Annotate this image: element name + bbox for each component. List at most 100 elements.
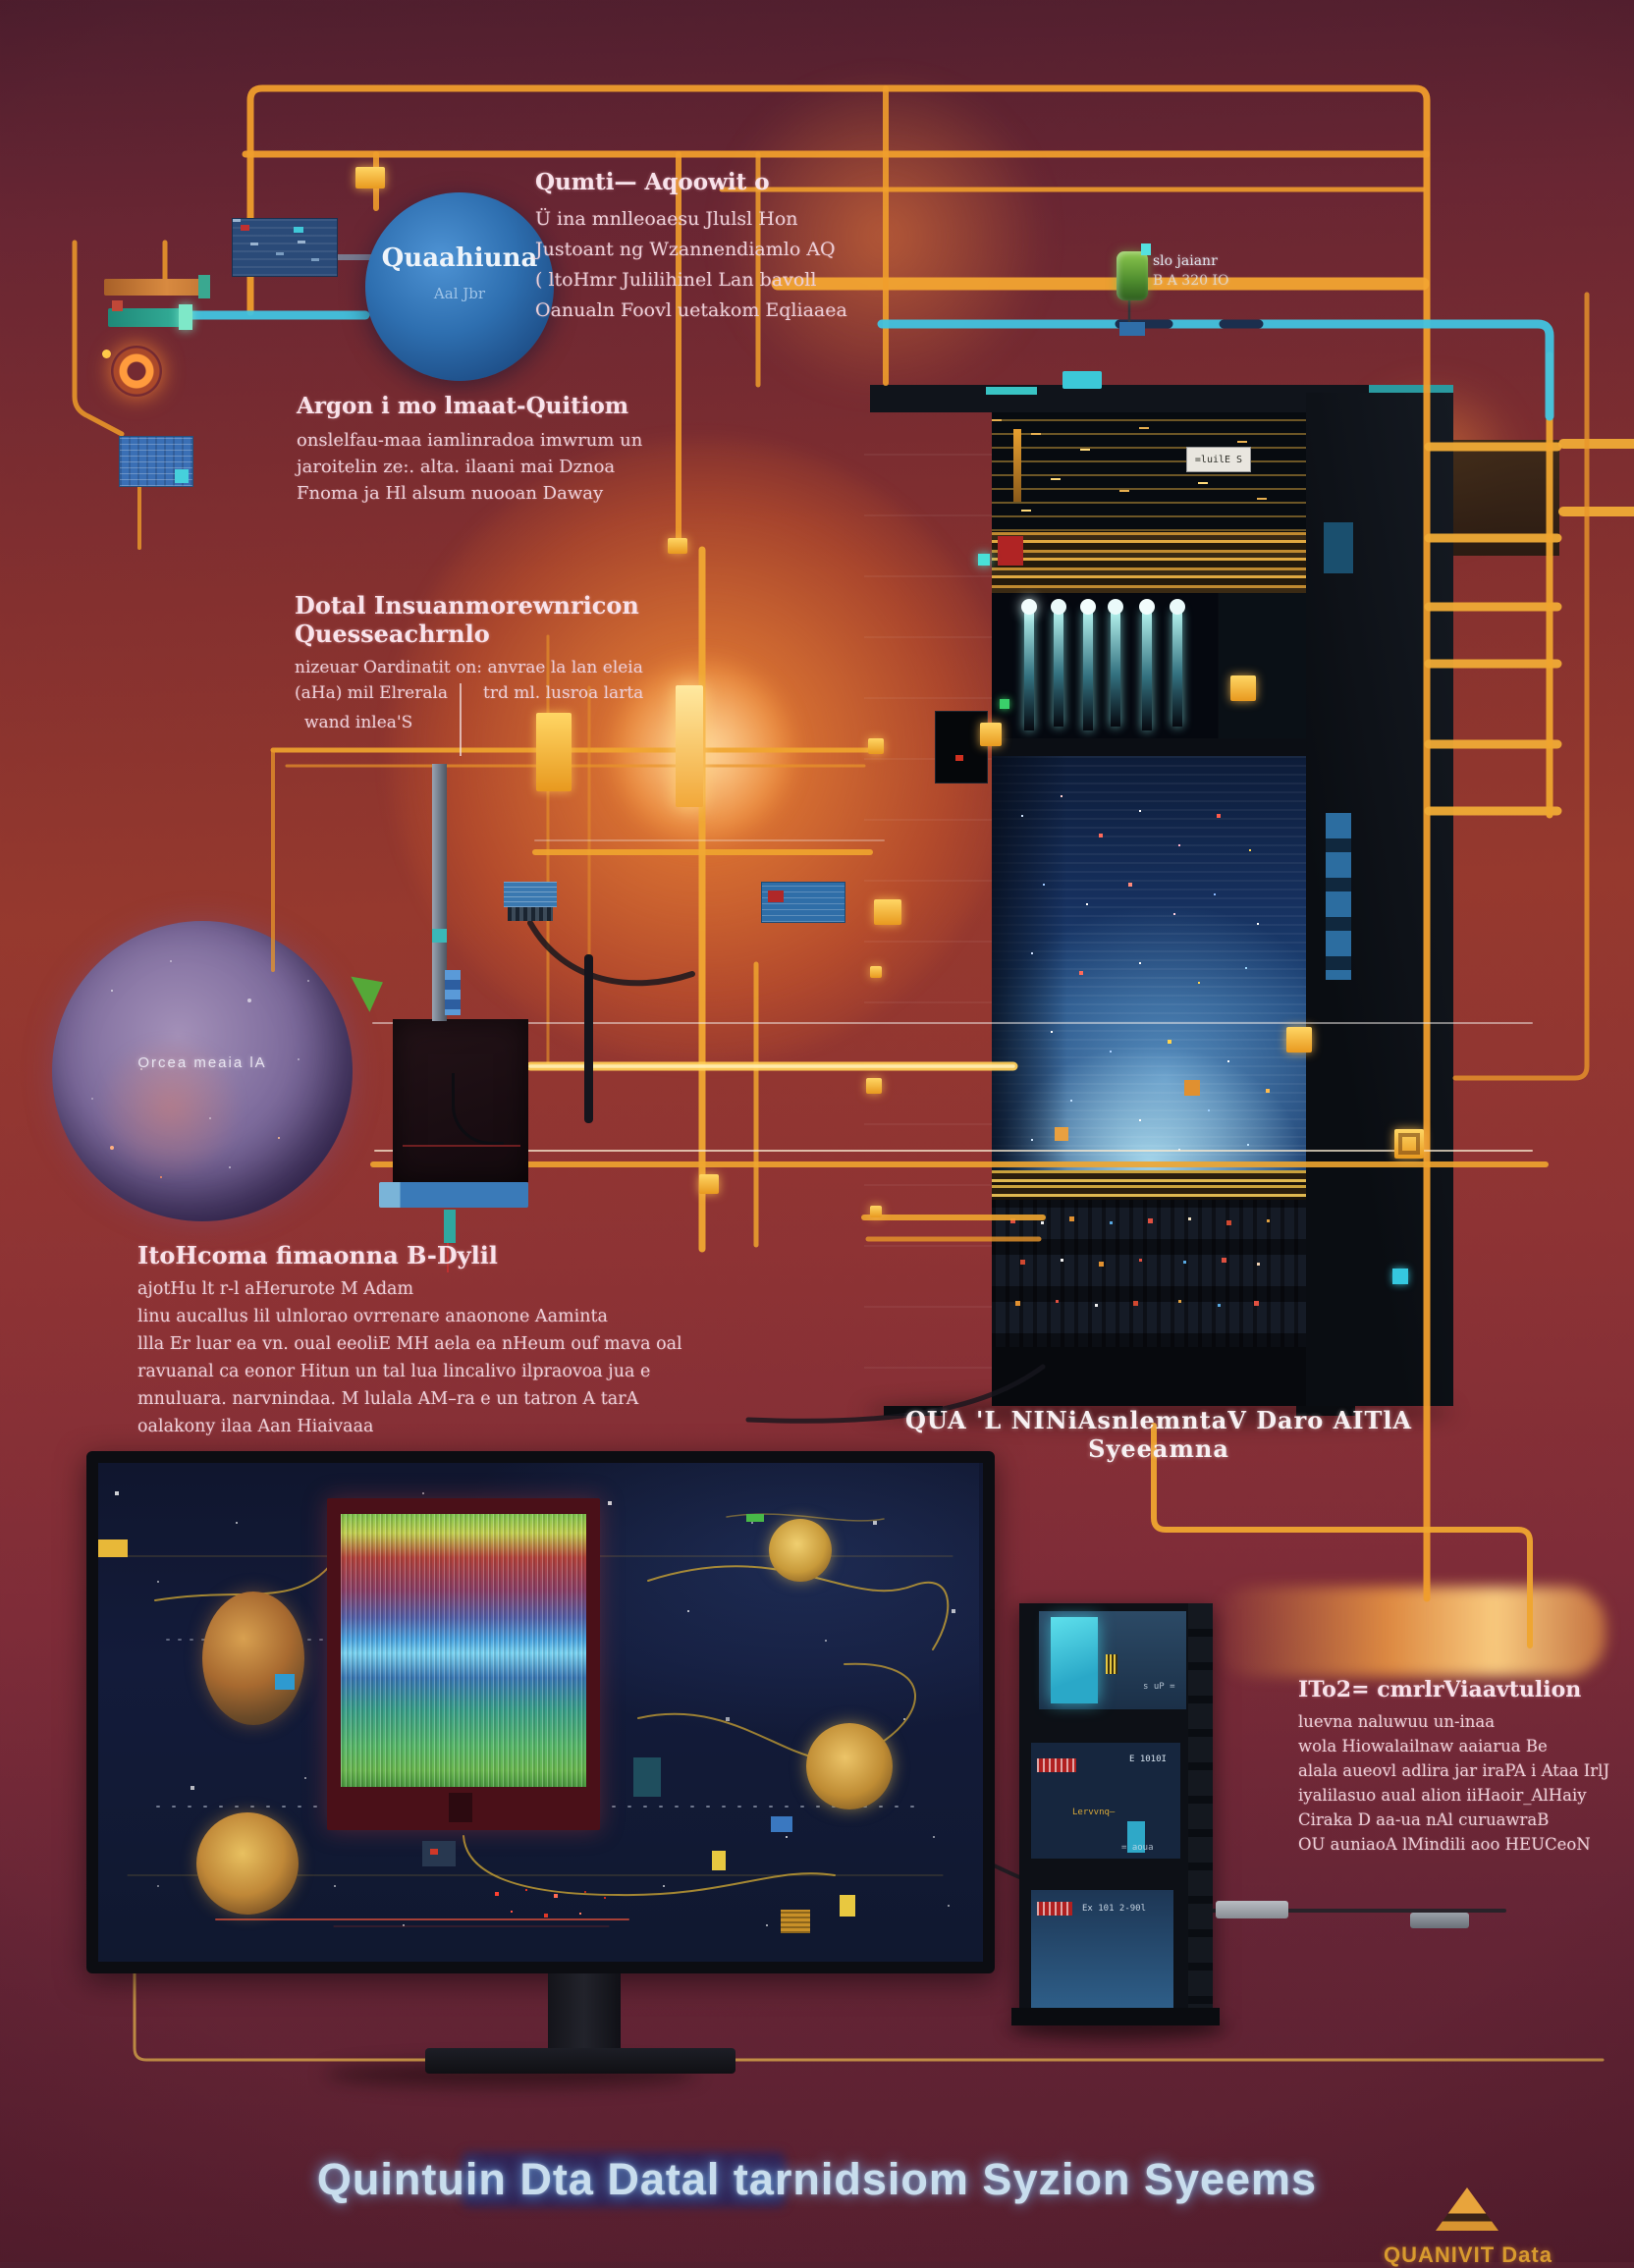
block-line: Justoant ng Wzannendiamlo AQ	[535, 239, 836, 260]
tower-bay2-gold-label: Lervvnq—	[1072, 1808, 1116, 1817]
tower-base	[1011, 2008, 1220, 2025]
green-capsule-module	[1117, 251, 1148, 300]
bubble-subtitle: Aal Jbr	[433, 285, 486, 302]
text-block-right: ITo2= cmrlrViaavtulion luevna naluwuu un…	[1298, 1677, 1612, 1857]
rack-right-slot-a	[1324, 522, 1353, 573]
chipboard-red-led	[241, 225, 249, 231]
bubble-title: Quaahiuna	[381, 243, 538, 273]
text-block-data: Dotal Insuanmorewnricon Quesseachrnlo ni…	[295, 591, 717, 756]
screen-chip-yellow-b	[840, 1895, 855, 1917]
chip-small-right	[761, 882, 845, 923]
screen-chip-center	[422, 1841, 456, 1866]
datafield-orange-chip-a	[1184, 1080, 1200, 1096]
block-line: onslelfau-maa iamlinradoa imwrum un	[297, 430, 643, 451]
block-heading: ItoHcoma fimaonna B-Dylil	[137, 1241, 498, 1269]
node-rack-left-c	[866, 1078, 882, 1094]
qubit-pillar	[1111, 611, 1120, 727]
node-rack-right-a	[1286, 1027, 1312, 1053]
chip-pins	[508, 907, 553, 921]
node-bottom-mid	[699, 1174, 719, 1194]
block-col-right: trd ml. lusroa larta	[483, 683, 644, 703]
planet-left	[202, 1592, 304, 1725]
tower-bay1-screen	[1051, 1617, 1098, 1703]
screen-chip-green	[746, 1514, 764, 1522]
chipboard-top-left	[232, 218, 338, 277]
block-line: Fnoma ja Hl alsum nuooan Daway	[297, 483, 604, 504]
planet-lower-left	[196, 1812, 299, 1915]
planet-right-small	[769, 1519, 832, 1582]
server-tower: s uP = E 1010I Lervvnq— = aoua Ex 101 2-…	[1011, 1595, 1223, 2027]
tower-bay3-code: Ex 101 2-90l	[1082, 1904, 1147, 1914]
rack-red-block	[998, 536, 1023, 566]
block-line: wola Hiowalailnaw aaiarua Be	[1298, 1737, 1548, 1755]
poster-title: Quintuin Dta Datal tarnidsiom Syzion Sye…	[316, 2154, 1318, 2204]
monitor	[86, 1451, 1000, 2074]
block-line: luevna naluwuu un-inaa	[1298, 1712, 1496, 1731]
module-dots	[992, 1200, 995, 1203]
red-tab	[112, 300, 123, 311]
qubit-green-led	[1000, 699, 1009, 709]
block-line: wand inlea'S	[304, 713, 413, 732]
text-block-argon: Argon i mo lmaat-Quitiom onslelfau-maa i…	[297, 393, 689, 507]
rack-zone-goldband2	[992, 1170, 1306, 1200]
panel-cable	[452, 1073, 504, 1145]
text-block-quantum-top: Qumti— Aqoowit o Ü ina mnlleoaesu Jlulsl…	[535, 169, 938, 326]
rack-zone-base	[992, 1347, 1306, 1406]
qubit-pillar	[1083, 611, 1093, 730]
block-line: Oanualn Foovl uetakom Eqliaaea	[535, 299, 847, 321]
quantum-bubble: Quaahiuna Aal Jbr	[365, 192, 554, 381]
rack-right-slots-lit	[1326, 813, 1351, 980]
block-line: jaroitelin ze:. alta. ilaani mai Dznoa	[297, 457, 616, 477]
tower-beam-glow	[1213, 1587, 1606, 1677]
green-module-cyan-cap	[1141, 243, 1151, 255]
node-v3-end	[668, 538, 687, 554]
green-module-label-line2: B A 320 IO	[1153, 273, 1229, 289]
rack-panel-label: =luilE S	[1194, 454, 1243, 465]
qubit-pillar	[1172, 611, 1182, 727]
rack-interior: =luilE S	[992, 412, 1306, 1406]
gray-pole-teal-band	[432, 929, 447, 943]
t-connector-knob	[355, 167, 385, 189]
column-divider	[460, 683, 462, 756]
block-line: OU auniaoA lMindili aoo HEUCeoN	[1298, 1835, 1591, 1854]
block-line: ( ltoHmr Julilihinel Lan bavoll	[535, 269, 817, 291]
copper-bar-teal-tab	[198, 275, 210, 298]
node-rack-left-block	[874, 899, 901, 925]
datafield-dots	[992, 756, 994, 758]
blue-board-cyan-chip	[175, 469, 189, 483]
tower-bay2-code: E 1010I	[1129, 1755, 1167, 1764]
block-heading: ITo2= cmrlrViaavtulion	[1298, 1677, 1582, 1702]
monitor-stand-neck	[548, 1973, 621, 2052]
screen-left-connector	[98, 1539, 128, 1557]
rack-panel-label-box: =luilE S	[1186, 447, 1251, 472]
tower-bay2-red-chip	[1037, 1758, 1076, 1772]
spectrogram-stand	[449, 1793, 472, 1822]
block-heading: Argon i mo lmaat-Quitiom	[297, 393, 629, 419]
block-line: nizeuar Oardinatit on: anvrae la lan ele…	[295, 658, 643, 677]
screen-chip-gold	[781, 1910, 810, 1933]
spectrogram-display	[341, 1514, 586, 1787]
qubit-pillar	[1142, 611, 1152, 730]
block-line: linu aucallus lil ulnlorao ovrrenare ana…	[137, 1307, 608, 1326]
block-line: Ü ina mnlleoaesu Jlulsl Hon	[535, 208, 798, 230]
block-line: oalakony ilaa Aan Hiaivaaa	[137, 1417, 374, 1436]
spectrogram-panel	[327, 1498, 600, 1830]
node-interior-right	[1230, 675, 1256, 701]
tower-bay2: E 1010I Lervvnq— = aoua	[1031, 1743, 1180, 1859]
block-line: ravuanal ca eonor Hitun un tal lua linca…	[137, 1362, 651, 1381]
rack-right-panel	[1306, 393, 1453, 1406]
node-interior-left	[980, 723, 1002, 746]
node-rack-right-b	[1394, 1129, 1424, 1159]
green-module-label-line1: slo jaianr	[1153, 253, 1218, 269]
node-rack-left-b	[870, 966, 882, 978]
nebula-sphere: Orcea meaia lA	[52, 921, 353, 1221]
block-heading: Qumti— Aqoowit o	[535, 169, 770, 195]
cyan-node	[978, 554, 990, 566]
rack-zone-datafield	[992, 756, 1306, 1170]
rack-zone-connector-bar	[992, 738, 1306, 756]
tower-bay1-code: s uP =	[1143, 1682, 1175, 1692]
block-line: mnuluara. narvnindaa. M lulala AM–ra e u…	[137, 1389, 639, 1409]
tower-bay1-barcode	[1106, 1654, 1117, 1674]
dark-rod	[584, 954, 593, 1123]
rack-display-red-led	[955, 755, 963, 761]
